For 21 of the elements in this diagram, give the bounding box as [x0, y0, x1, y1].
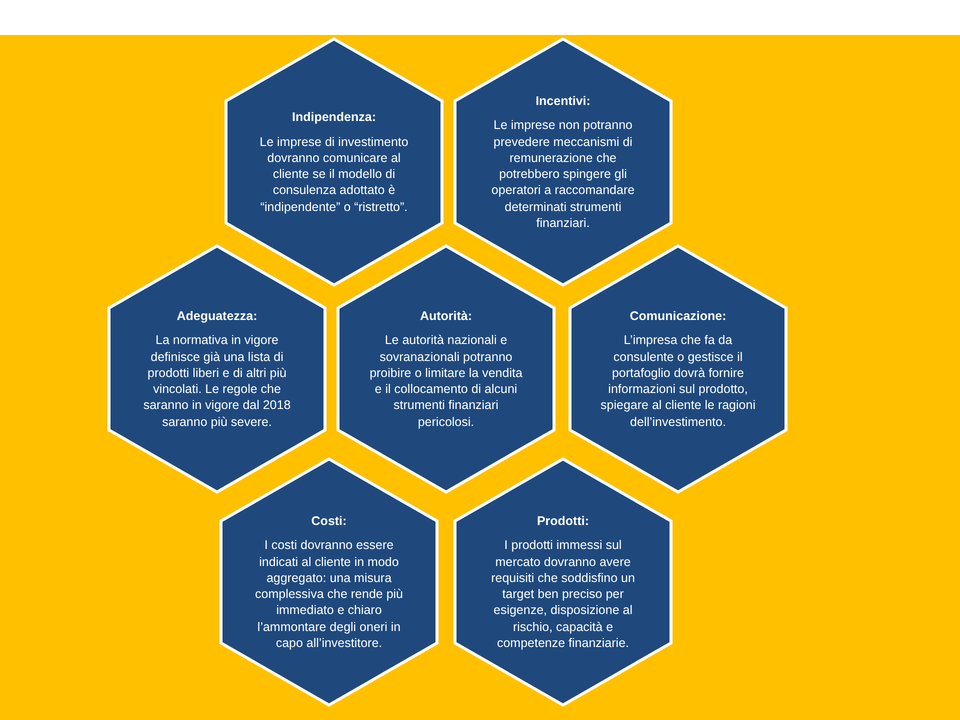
hexagon-body-text: I prodotti immessi sul mercato dovranno avere requisiti che soddisfino un target ben preciso per esigenze, disposizione al rischio, capacità e competenze finanziarie.: [490, 537, 636, 651]
hexagon: [336, 244, 556, 494]
hexagon-body-text: Le autorità nazionali e sovranazionali potranno proibire o limitare la vendita e il collocamento di alcuni strumenti finanziari pericolosi.: [368, 332, 524, 430]
hexagon-heading: Indipendenza:: [292, 109, 376, 126]
hexagon: [454, 457, 672, 707]
hexagon-heading: Adeguatezza:: [176, 308, 258, 324]
hexagon: [224, 37, 444, 287]
hexagon-heading: Prodotti:: [536, 513, 590, 530]
hexagon-heading: Comunicazione:: [630, 308, 726, 324]
hexagon-body-text: L’impresa che fa da consulente o gestisce il portafoglio dovrà fornire informazioni sul prodotto, spiegare al cliente le ragioni dell’investimento.: [600, 332, 756, 430]
hexagon: [108, 244, 326, 494]
hexagon-body-text: Le imprese non potranno prevedere meccanismi di remunerazione che potrebbero spingere gli operatori a raccomandare determinati strumenti finanziari.: [490, 117, 636, 231]
hexagon: [454, 37, 672, 287]
hexagon-body-text: I costi dovranno essere indicati al cliente in modo aggregato: una misura complessiva che rende più immediato e chiaro l’ammontare degli oneri in capo all’investitore.: [254, 537, 404, 651]
hexagon: [220, 457, 438, 707]
hexagon: [568, 244, 788, 494]
hexagon-heading: Incentivi:: [536, 93, 590, 110]
hexagon-body-text: La normativa in vigore definisce già una lista di prodotti liberi e di altri più vincolati. Le regole che saranno in vigore dal 2018 saranno più severe.: [142, 332, 292, 430]
hexagon-heading: Costi:: [311, 513, 347, 530]
hexagon-body-text: Le imprese di investimento dovranno comunicare al cliente se il modello di consulenza adottato è “indipendente” o “ristretto”.: [258, 134, 410, 215]
hexagon-heading: Autorità:: [420, 308, 472, 324]
